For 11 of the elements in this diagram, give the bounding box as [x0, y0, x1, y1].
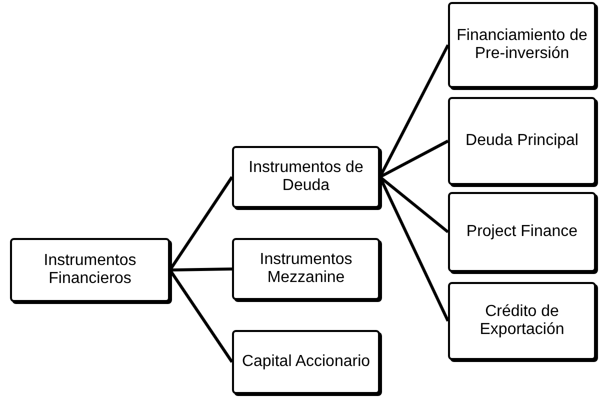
text-box: Capital Accionario [232, 330, 380, 394]
text-box: Instrumentos de Deuda [232, 146, 380, 208]
text-box: Deuda Principal [448, 97, 596, 185]
text-box: Instrumentos Mezzanine [232, 238, 380, 300]
connector-line [379, 176, 449, 234]
text-box: Crédito de Exportación [448, 282, 596, 360]
connector-line [170, 268, 232, 272]
connector-line [379, 140, 449, 178]
text-box: Project Finance [448, 192, 596, 272]
text-box: Financiamiento de Pre-inversión [448, 2, 596, 88]
text-box: Instrumentos Financieros [10, 238, 170, 302]
